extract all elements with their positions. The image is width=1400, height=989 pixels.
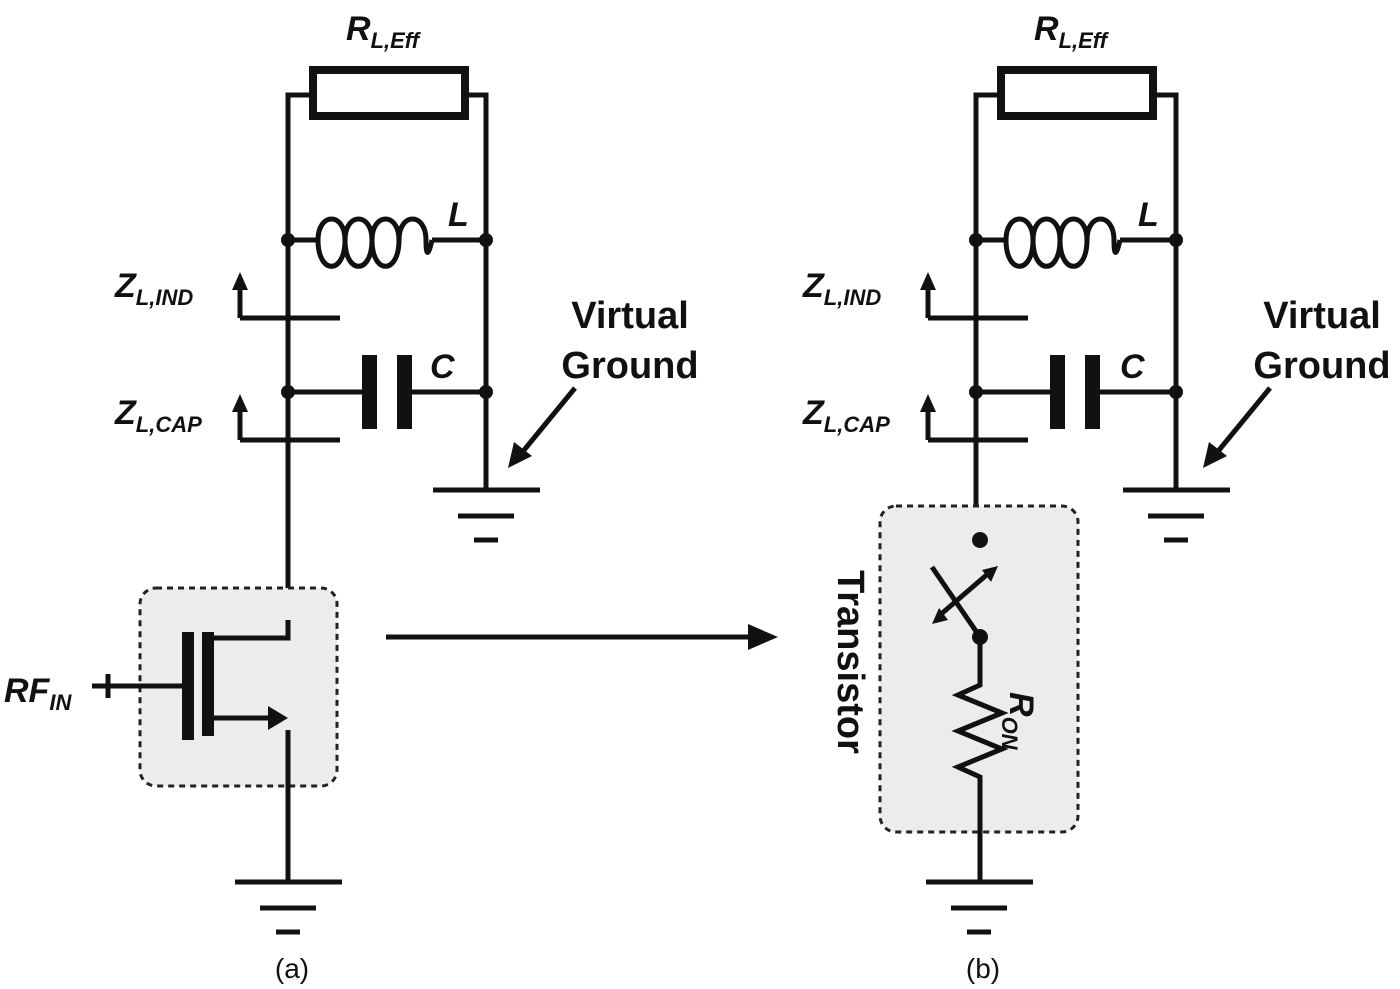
caption-a: (a) — [275, 953, 309, 984]
caption-b: (b) — [966, 953, 1000, 984]
node-dot — [281, 385, 295, 399]
virtual-ground-label-b-line1: Virtual — [1263, 295, 1381, 337]
circuit-b — [878, 66, 1272, 935]
virtual-ground-label-b-line2: Ground — [1253, 345, 1390, 387]
ground-symbol-a-bottom — [235, 879, 342, 935]
z-ind-label-b: ZL,IND — [802, 267, 881, 310]
capacitor-plate-b — [1050, 355, 1065, 429]
arrow-up-icon — [232, 272, 248, 290]
rl-label-a: RL,Eff — [346, 10, 422, 53]
ron-resistor — [951, 637, 1009, 880]
capacitor-label-a: C — [430, 348, 455, 386]
arrow-up-icon — [232, 394, 248, 412]
ron-label: RON — [997, 692, 1040, 751]
inductor-label-b: L — [1138, 196, 1159, 234]
mosfet-gate — [182, 632, 194, 740]
capacitor-label-b: C — [1120, 348, 1145, 386]
capacitor-plate-a — [362, 355, 377, 429]
ground-symbol-b-bottom — [926, 879, 1033, 935]
ground-symbol-b-top — [1123, 487, 1230, 543]
capacitor-plate-a — [397, 355, 412, 429]
transistor-label: Transistor — [829, 570, 871, 754]
z-cap-label-a: ZL,CAP — [114, 394, 202, 437]
capacitor-plate-b — [1085, 355, 1100, 429]
arrow-icon — [932, 608, 948, 624]
arrow-icon — [268, 706, 288, 730]
arrow-right-icon — [748, 624, 778, 650]
z-cap-label-b: ZL,CAP — [802, 394, 890, 437]
virtual-ground-label-a-line1: Virtual — [571, 295, 689, 337]
node-dot — [281, 233, 295, 247]
inductor-coil-b — [1003, 216, 1123, 269]
load-resistor-a — [309, 66, 469, 120]
wire-right-a — [465, 92, 489, 490]
circuit-a — [92, 66, 577, 935]
arrow-icon — [1203, 442, 1227, 468]
ground-symbol-a-top — [433, 487, 540, 543]
arrow-up-icon — [920, 394, 936, 412]
rl-label-b: RL,Eff — [1034, 10, 1110, 53]
node-dot — [479, 233, 493, 247]
inductor-label-a: L — [448, 196, 469, 234]
virtual-ground-label-a-line2: Ground — [561, 345, 698, 387]
inductor-coil-a — [315, 216, 435, 269]
wire-left-a — [285, 92, 313, 620]
mosfet-channel — [202, 632, 214, 736]
arrow-icon — [508, 442, 532, 468]
node-dot — [479, 385, 493, 399]
z-ind-label-a: ZL,IND — [114, 267, 193, 310]
rf-input-label: RFIN — [4, 672, 72, 715]
arrow-up-icon — [920, 272, 936, 290]
arrow-icon — [982, 566, 998, 582]
load-resistor-b — [997, 66, 1157, 120]
